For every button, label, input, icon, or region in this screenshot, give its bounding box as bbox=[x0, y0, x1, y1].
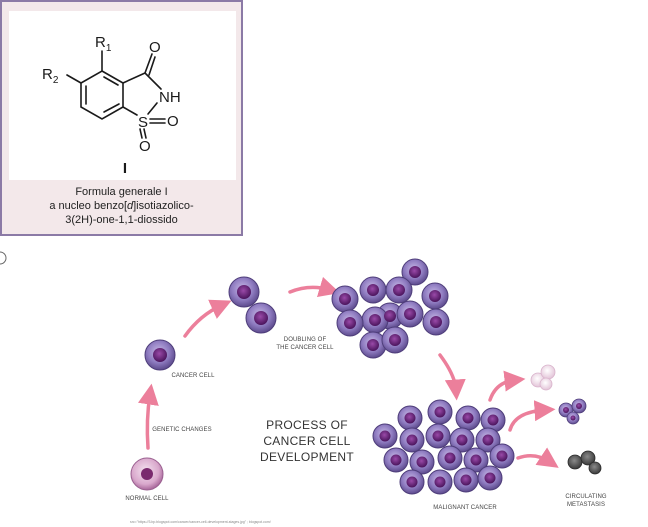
source-url-text: src="https://3.bp.blogspot.com/cancer/ca… bbox=[130, 520, 271, 524]
structure-drawing-area: R1 R2 O NH S O O I bbox=[9, 11, 236, 180]
edge-fragment-icon bbox=[0, 251, 7, 265]
diagram-title: PROCESS OF CANCER CELL DEVELOPMENT bbox=[252, 417, 362, 465]
arrow-doubling-to-cluster bbox=[288, 276, 341, 298]
title-line-3: DEVELOPMENT bbox=[260, 450, 354, 464]
caption-line-1: Formula generale I bbox=[75, 186, 168, 198]
malignant-cancer-mass-icon bbox=[372, 399, 515, 495]
carbonyl-bond bbox=[148, 56, 156, 76]
compound-number-label: I bbox=[123, 160, 127, 177]
circulating-label-line-2: METASTASIS bbox=[566, 502, 606, 508]
normal-cell-label: NORMAL CELL bbox=[125, 496, 169, 502]
carbonyl-oxygen-label: O bbox=[149, 39, 161, 56]
r2-label: R2 bbox=[42, 66, 59, 86]
sulfur-label: S bbox=[138, 114, 148, 131]
caption-line-3: 3(2H)-one-1,1-diossido bbox=[65, 214, 178, 226]
malignant-cancer-label: MALIGNANT CANCER bbox=[433, 505, 497, 511]
genetic-changes-label: GENETIC CHANGES bbox=[152, 427, 212, 433]
double-bond-line bbox=[103, 76, 119, 86]
doubling-cells-icon bbox=[228, 276, 277, 334]
nh-label: NH bbox=[159, 89, 181, 106]
title-line-1: PROCESS OF bbox=[266, 418, 348, 432]
cancer-cell-icon bbox=[144, 339, 176, 371]
arrow-cluster-to-malignant bbox=[438, 353, 466, 401]
structure-panel: R1 R2 O NH S O O I Formula generale I a … bbox=[0, 0, 243, 236]
bond-c3a-c3 bbox=[122, 72, 146, 84]
bond-n-s bbox=[147, 102, 158, 115]
dark-metastasis-cells-icon bbox=[567, 450, 602, 475]
sulfonyl-oxygen-right-label: O bbox=[167, 113, 179, 130]
sulfonyl-oxygen-bottom-label: O bbox=[139, 138, 151, 155]
arrow-to-dark-metastasis bbox=[516, 447, 559, 468]
pale-metastasis-cells-icon bbox=[530, 364, 556, 391]
arrow-cancer-to-doubling bbox=[183, 299, 232, 338]
normal-cell-icon bbox=[130, 457, 164, 491]
caption-line-2: a nucleo benzo[d]isotiazolico- bbox=[49, 200, 194, 212]
arrow-normal-to-cancer bbox=[138, 383, 159, 450]
title-line-2: CANCER CELL bbox=[263, 434, 351, 448]
r2-bond bbox=[66, 74, 82, 84]
sulfonyl-bond bbox=[139, 128, 143, 139]
double-bond-line bbox=[103, 103, 120, 113]
chemical-structure-diagram: R1 R2 O NH S O O I bbox=[42, 34, 181, 177]
cancer-cell-label: CANCER CELL bbox=[171, 373, 215, 379]
r1-label: R1 bbox=[95, 34, 112, 54]
bond-c7a-s bbox=[122, 106, 138, 116]
carbonyl-bond bbox=[144, 53, 153, 74]
arrow-to-pale-metastasis bbox=[488, 370, 526, 402]
cancer-cell-cluster-icon bbox=[331, 258, 450, 359]
doubling-label-line-2: THE CANCER CELL bbox=[276, 345, 334, 351]
circulating-label-line-1: CIRCULATING bbox=[565, 494, 607, 500]
doubling-label-line-1: DOUBLING OF bbox=[283, 337, 327, 343]
purple-metastasis-cells-icon bbox=[558, 398, 587, 425]
sulfonyl-bond bbox=[143, 128, 147, 139]
arrow-to-purple-metastasis bbox=[508, 400, 556, 432]
bond-c3-n bbox=[144, 72, 162, 90]
structure-caption: Formula generale I a nucleo benzo[d]isot… bbox=[2, 185, 241, 227]
